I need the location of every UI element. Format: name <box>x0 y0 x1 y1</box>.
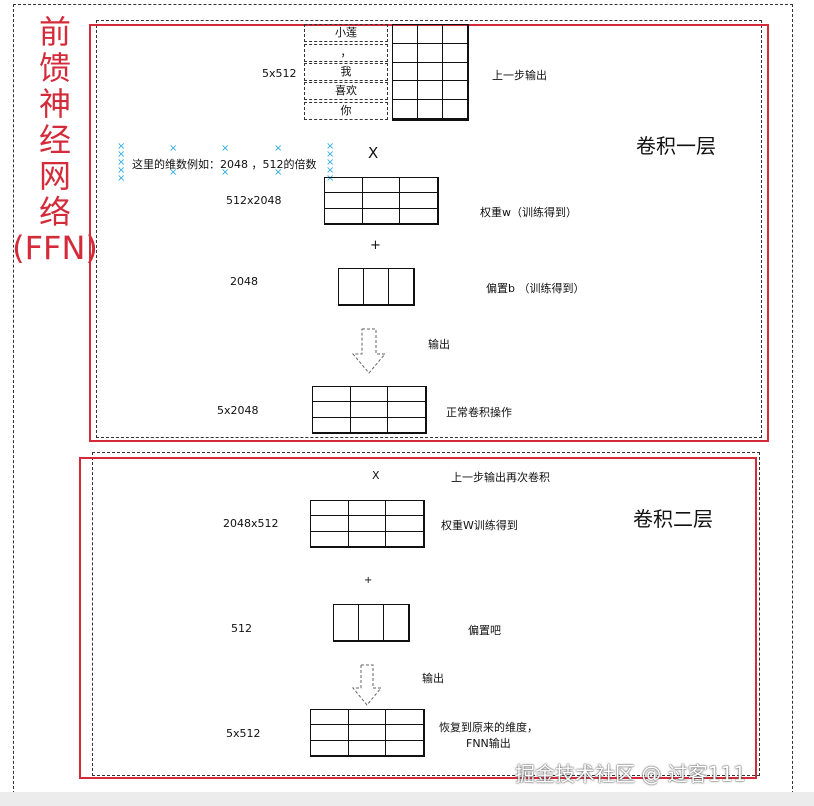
multiply-operator: X <box>368 144 379 162</box>
result-label: 正常卷积操作 <box>446 406 512 419</box>
layer2-title: 卷积二层 <box>633 507 713 531</box>
add-operator: + <box>364 575 373 586</box>
weight-label: 权重w（训练得到） <box>480 206 577 219</box>
token: 你 <box>304 102 388 120</box>
input-matrix <box>392 24 469 121</box>
weight-matrix <box>324 177 439 225</box>
result-dim: 5x512 <box>226 727 261 740</box>
layer2-dashed-box <box>92 452 760 776</box>
x-marker: ×× <box>221 143 230 178</box>
result-dim: 5x2048 <box>217 404 259 417</box>
title-char: 前 <box>38 13 71 51</box>
dimension-note: 这里的维数例如：2048 ，512的倍数 <box>132 158 317 171</box>
x-marker: ×× <box>274 143 283 178</box>
title-char: 馈 <box>38 49 71 87</box>
bias-vector <box>338 268 415 306</box>
x-marker: ×× <box>169 143 178 178</box>
token: 小莲 <box>304 24 388 42</box>
x-marker: ××××× <box>117 141 126 184</box>
title-char: (FFN) <box>12 229 98 267</box>
layer2-red-box <box>79 457 757 779</box>
layer1-title: 卷积一层 <box>636 134 716 158</box>
result-matrix <box>310 709 425 757</box>
title-char: 络 <box>38 193 71 231</box>
down-arrow-icon <box>352 664 382 706</box>
input-label: 上一步输出 <box>492 69 547 82</box>
weight-matrix <box>310 500 425 548</box>
bias-label: 偏置b （训练得到） <box>486 282 585 295</box>
bottom-bar <box>0 792 814 806</box>
title-char: 神 <box>38 85 71 123</box>
x-marker: ××××× <box>326 141 335 184</box>
bias-dim: 2048 <box>230 275 258 288</box>
token: ， <box>304 44 388 62</box>
input-dim: 5x512 <box>262 67 297 80</box>
output-arrow-label: 输出 <box>422 672 444 685</box>
result-label-line2: FNN输出 <box>466 737 511 750</box>
ffn-title: 前 馈 神 经 网 络 (FFN) <box>0 14 110 266</box>
result-matrix <box>312 386 427 434</box>
watermark: 掘金技术社区 @ 过客111 <box>515 762 746 786</box>
bias-dim: 512 <box>231 622 252 635</box>
layer1-dashed-box <box>96 20 762 438</box>
bias-label: 偏置吧 <box>468 624 501 637</box>
add-operator: + <box>370 238 381 253</box>
layer1-red-box <box>89 24 769 442</box>
token: 喜欢 <box>304 82 388 100</box>
title-char: 网 <box>38 157 71 195</box>
result-label-line1: 恢复到原来的维度， <box>439 721 538 734</box>
weight-dim: 2048x512 <box>223 517 279 530</box>
multiply-operator: X <box>372 469 380 482</box>
weight-label: 权重W训练得到 <box>441 519 518 532</box>
output-arrow-label: 输出 <box>428 338 450 351</box>
bias-vector <box>333 604 410 642</box>
layer2-input-label: 上一步输出再次卷积 <box>451 471 550 484</box>
token: 我 <box>304 63 388 81</box>
weight-dim: 512x2048 <box>226 194 282 207</box>
down-arrow-icon <box>352 328 386 374</box>
title-char: 经 <box>38 121 71 159</box>
